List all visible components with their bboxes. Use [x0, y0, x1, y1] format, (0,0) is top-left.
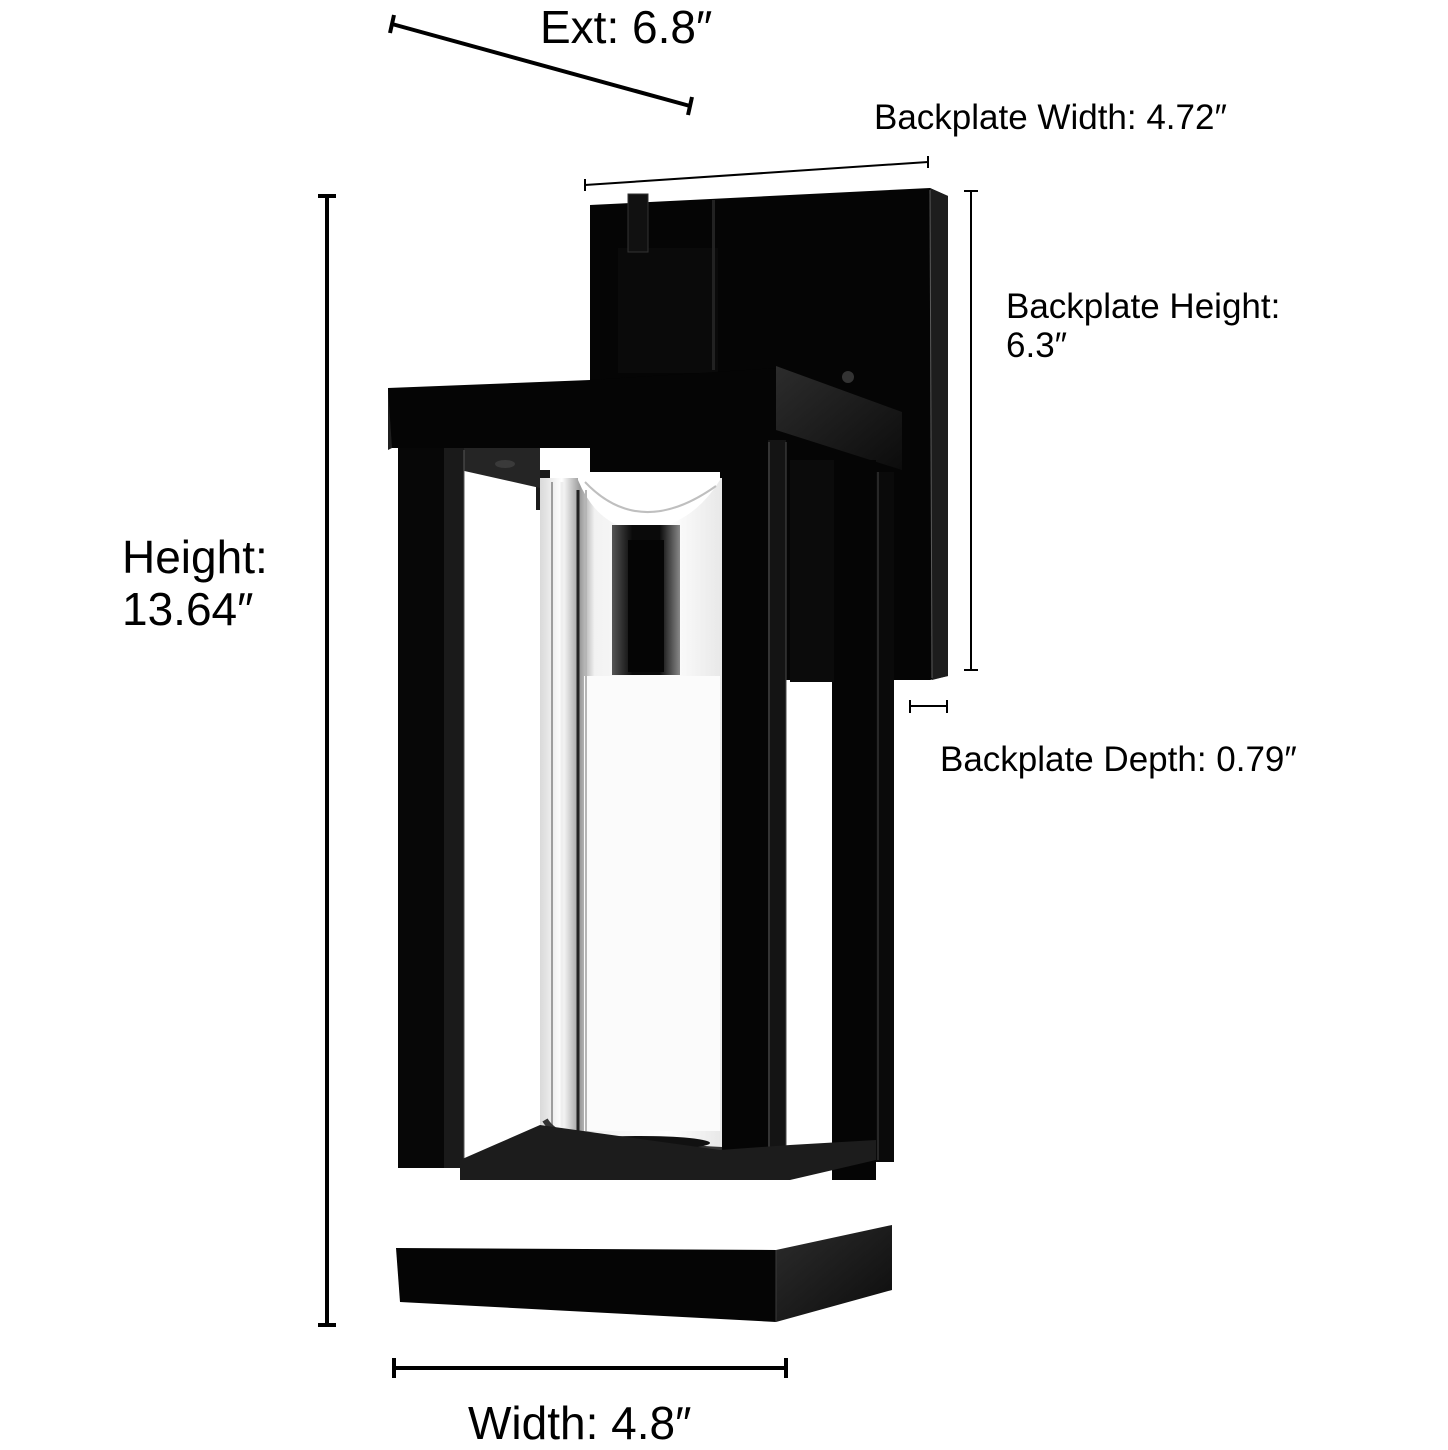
- height-dimension-line: [318, 194, 336, 1327]
- height-label-line1: Height:: [122, 531, 268, 583]
- mounting-arm: [618, 193, 718, 373]
- backplate-height-dimension-line: [964, 190, 978, 671]
- ext-label: Ext: 6.8″: [540, 1, 713, 53]
- height-label: Height: 13.64″: [122, 531, 268, 635]
- width-label: Width: 4.8″: [468, 1397, 692, 1449]
- front-frame: [398, 440, 787, 1180]
- rear-frame: [536, 366, 902, 1180]
- height-label-line2: 13.64″: [122, 582, 254, 635]
- backplate-height-label-line1: Backplate Height:: [1006, 287, 1281, 326]
- backplate-width-label: Backplate Width: 4.72″: [874, 98, 1227, 137]
- backplate-width-dimension-line: [584, 156, 929, 191]
- backplate-depth-dimension-line: [909, 700, 948, 713]
- ext-dimension-line: [388, 14, 694, 116]
- width-dimension-line: [392, 1358, 788, 1378]
- glass-shade: [540, 472, 723, 1153]
- backplate-height-label-line2: 6.3″: [1006, 326, 1068, 366]
- base: [396, 1125, 892, 1322]
- backplate-depth-label: Backplate Depth: 0.79″: [940, 740, 1297, 779]
- top-cap: [388, 368, 776, 488]
- backplate-height-label: Backplate Height: 6.3″: [1006, 287, 1280, 365]
